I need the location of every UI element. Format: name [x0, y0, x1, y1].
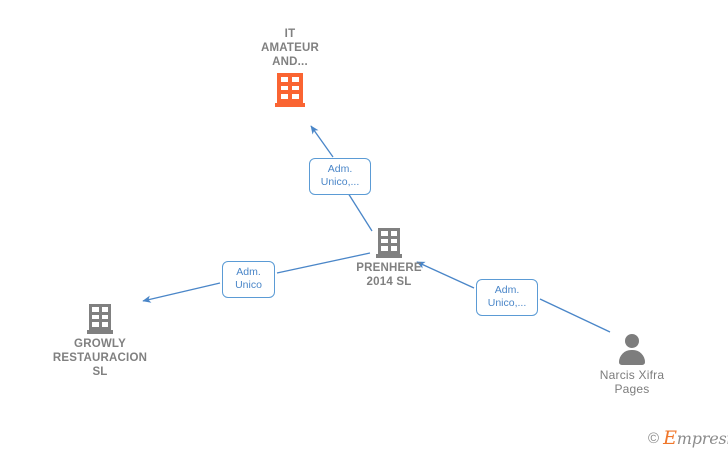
node-label-narcis-xifra-pages: Narcis Xifra Pages	[599, 368, 665, 396]
building-window	[390, 246, 397, 251]
building-window	[381, 231, 388, 236]
building-window	[281, 77, 288, 82]
edge-narcis-to-relbox-right	[539, 298, 611, 333]
relation-label-prenhere-to-growly[interactable]: Adm. Unico	[222, 261, 275, 298]
building-window	[292, 77, 299, 82]
person-head	[625, 334, 639, 348]
building-icon	[87, 304, 113, 334]
brand-logo-text: Empresia	[663, 427, 728, 449]
node-label-it-amateur: IT AMATEUR AND...	[260, 28, 320, 68]
brand-rest: mpresia	[676, 429, 728, 448]
brand-initial: E	[663, 427, 677, 449]
building-window	[101, 314, 108, 320]
edge-relbox-right-to-prenhere	[416, 261, 475, 289]
node-it-amateur[interactable]: IT AMATEUR AND...	[215, 27, 365, 107]
person-icon	[616, 334, 648, 365]
building-window	[101, 322, 108, 327]
building-window	[292, 94, 299, 99]
building-window	[390, 238, 397, 244]
edge-relbox-left-to-growly	[142, 282, 221, 303]
building-base	[87, 330, 113, 334]
relation-label-narcis-to-prenhere[interactable]: Adm. Unico,...	[476, 279, 538, 316]
building-icon	[275, 73, 305, 107]
building-window	[101, 307, 108, 312]
edge-prenhere-to-relbox-top	[347, 192, 373, 232]
node-growly[interactable]: GROWLY RESTAURACION SL	[25, 304, 175, 379]
person-torso	[619, 350, 645, 365]
node-label-prenhere: PRENHERE 2014 SL	[356, 262, 422, 288]
building-window	[281, 85, 288, 91]
building-door	[381, 246, 388, 251]
building-door	[281, 94, 288, 99]
building-window	[390, 231, 397, 236]
node-narcis-xifra-pages[interactable]: Narcis Xifra Pages	[557, 334, 707, 396]
building-window	[381, 238, 388, 244]
edge-prenhere-to-relbox-left	[276, 252, 371, 274]
watermark-empresia: © Empresia	[648, 427, 728, 449]
building-door	[92, 322, 99, 327]
building-base	[275, 103, 305, 107]
building-window	[92, 307, 99, 312]
node-label-growly: GROWLY RESTAURACION SL	[52, 338, 148, 378]
building-window	[92, 314, 99, 320]
building-window	[292, 85, 299, 91]
edge-relbox-top-to-it-amateur	[310, 125, 334, 158]
node-prenhere[interactable]: PRENHERE 2014 SL	[314, 228, 464, 289]
building-icon	[376, 228, 402, 258]
copyright-icon: ©	[648, 429, 660, 447]
relation-label-prenhere-to-it-amateur[interactable]: Adm. Unico,...	[309, 158, 371, 195]
building-base	[376, 254, 402, 258]
